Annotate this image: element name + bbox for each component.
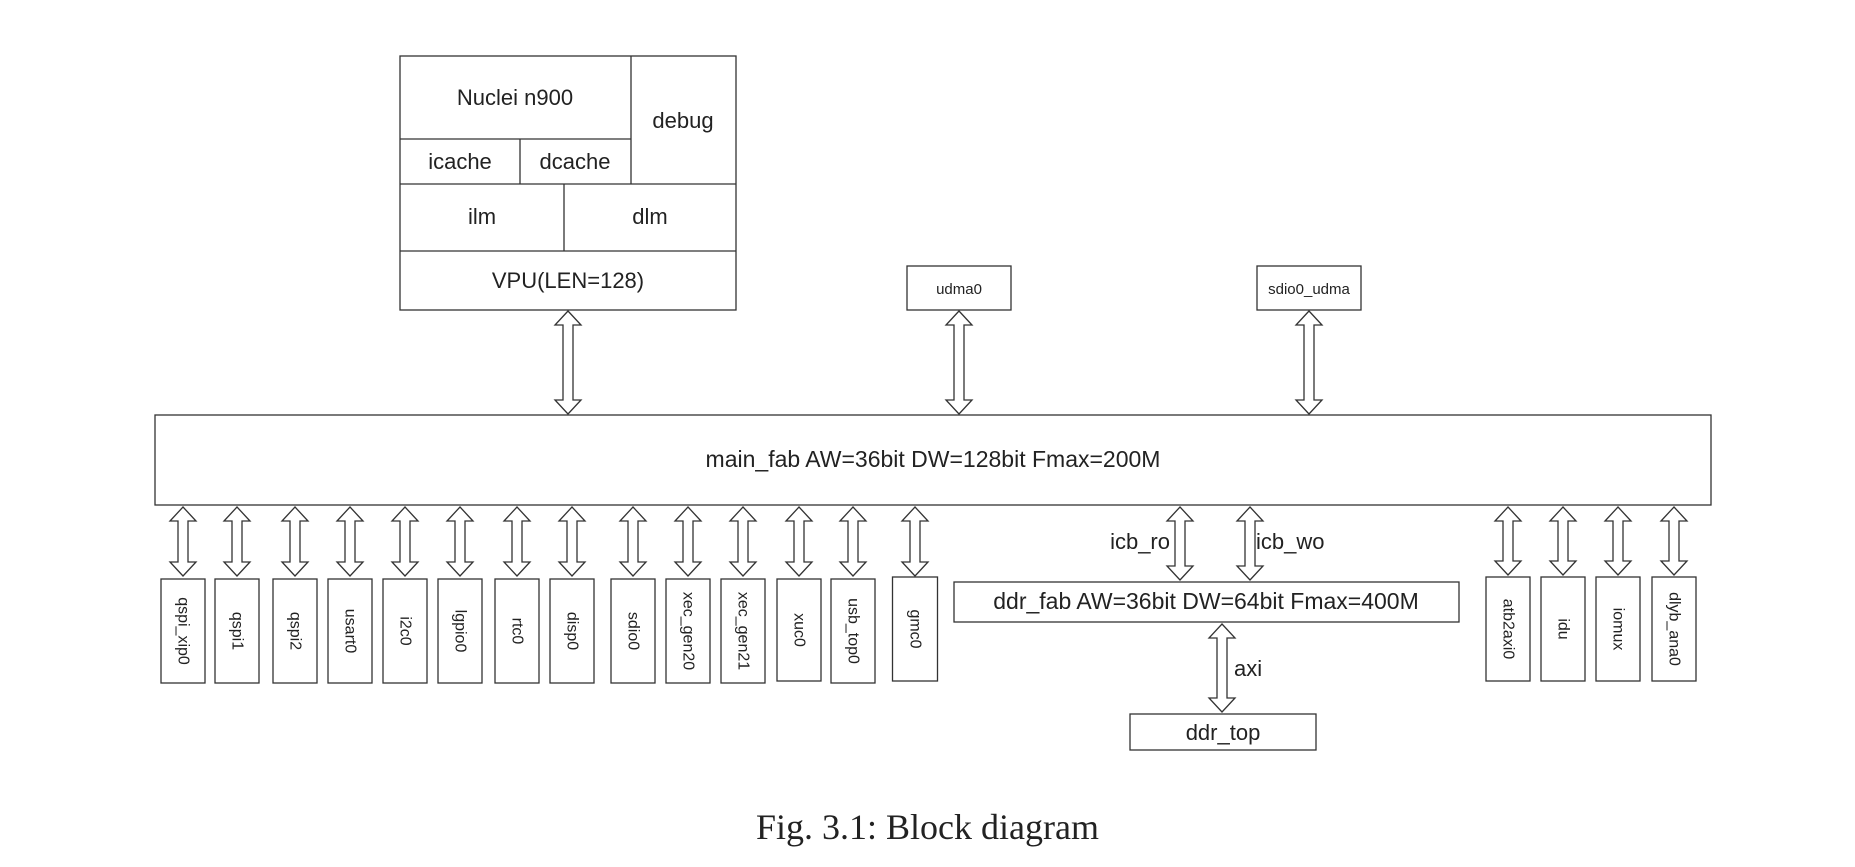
arrow-usb-top0 — [838, 506, 868, 577]
sdio0-udma-label: sdio0_udma — [1268, 281, 1350, 298]
usart0-label: usart0 — [342, 609, 359, 654]
icb-wo-arrow — [1235, 506, 1265, 581]
arrow-gmc0 — [900, 506, 930, 577]
arrow-i2c0 — [390, 506, 420, 577]
lgpio0-label: lgpio0 — [452, 610, 469, 653]
rtc0-label: rtc0 — [509, 618, 526, 645]
disp0-label: disp0 — [564, 612, 581, 650]
arrow-iomux — [1603, 506, 1633, 576]
usb-top0-label: usb_top0 — [845, 598, 862, 664]
dlyb-ana0-label: dlyb_ana0 — [1666, 592, 1683, 666]
xec-gen21-box — [720, 578, 766, 684]
arrow-qspi-xip0 — [168, 506, 198, 577]
iomux-box — [1595, 576, 1641, 682]
arrow-idu — [1548, 506, 1578, 576]
i2c0-box — [382, 578, 428, 684]
dlm-label: dlm — [632, 204, 667, 229]
sdio0-label: sdio0 — [625, 612, 642, 650]
usb-top0-box — [830, 578, 876, 684]
arrow-qspi1 — [222, 506, 252, 577]
gmc0-box — [891, 576, 939, 682]
main-fab-label: main_fab AW=36bit DW=128bit Fmax=200M — [706, 446, 1161, 472]
icache-label: icache — [428, 149, 492, 174]
arrow-qspi2 — [280, 506, 310, 577]
cpu-core-label: Nuclei n900 — [457, 85, 573, 110]
main-fab-box — [154, 414, 1712, 506]
qspi2-label: qspi2 — [287, 612, 304, 650]
sdio0-box — [610, 578, 656, 684]
disp0-box — [549, 578, 595, 684]
usart0-box — [327, 578, 373, 684]
qspi-xip0-box — [160, 578, 206, 684]
udma0-label: udma0 — [936, 281, 982, 298]
icb-ro-arrow — [1165, 506, 1195, 581]
qspi2-box — [272, 578, 318, 684]
rtc0-box — [494, 578, 540, 684]
xuc0-label: xuc0 — [791, 613, 808, 647]
icb-wo-label: icb_wo — [1256, 529, 1324, 554]
arrow-disp0 — [557, 506, 587, 577]
ilm-label: ilm — [468, 204, 496, 229]
dlyb-ana0-box — [1651, 576, 1697, 682]
dcache-label: dcache — [540, 149, 611, 174]
idu-label: idu — [1555, 618, 1572, 639]
arrow-xec-gen21 — [728, 506, 758, 577]
qspi-xip0-label: qspi_xip0 — [175, 597, 192, 665]
iomux-label: iomux — [1610, 608, 1627, 651]
caption-figure-number: Fig. 3.1: — [756, 807, 878, 847]
ddr-fab-label: ddr_fab AW=36bit DW=64bit Fmax=400M — [993, 588, 1419, 614]
xuc0-box — [776, 578, 822, 682]
icb-ro-label: icb_ro — [1110, 529, 1170, 554]
arrow-xec-gen20 — [673, 506, 703, 577]
arrow-rtc0 — [502, 506, 532, 577]
cpu-bus-arrow — [553, 310, 583, 415]
sdio0-udma-bus-arrow — [1294, 310, 1324, 415]
i2c0-label: i2c0 — [397, 616, 414, 645]
xec-gen21-label: xec_gen21 — [735, 592, 752, 670]
lgpio0-box — [437, 578, 483, 684]
qspi1-box — [214, 578, 260, 684]
udma0-bus-arrow — [944, 310, 974, 415]
sdio0-udma-box — [1256, 265, 1362, 311]
udma0-box — [906, 265, 1012, 311]
debug-label: debug — [652, 108, 713, 133]
ddr-top-box — [1129, 713, 1317, 751]
atb2axi0-label: atb2axi0 — [1500, 599, 1517, 660]
atb2axi0-box — [1485, 576, 1531, 682]
arrow-usart0 — [335, 506, 365, 577]
xec-gen20-box — [665, 578, 711, 684]
axi-label: axi — [1234, 656, 1262, 681]
idu-box — [1540, 576, 1586, 682]
cpu-cluster-box — [399, 55, 737, 311]
ddr-top-label: ddr_top — [1186, 720, 1261, 745]
figure-caption: Fig. 3.1: Block diagram — [0, 806, 1855, 848]
caption-title: Block diagram — [886, 807, 1099, 847]
xec-gen20-label: xec_gen20 — [680, 592, 697, 670]
arrow-lgpio0 — [445, 506, 475, 577]
arrow-dlyb-ana0 — [1659, 506, 1689, 576]
ddr-fab-box — [953, 581, 1460, 623]
qspi1-label: qspi1 — [229, 612, 246, 650]
arrow-xuc0 — [784, 506, 814, 577]
gmc0-label: gmc0 — [907, 609, 924, 648]
arrow-sdio0 — [618, 506, 648, 577]
axi-arrow — [1207, 623, 1237, 713]
arrow-atb2axi0 — [1493, 506, 1523, 576]
vpu-label: VPU(LEN=128) — [492, 268, 644, 293]
